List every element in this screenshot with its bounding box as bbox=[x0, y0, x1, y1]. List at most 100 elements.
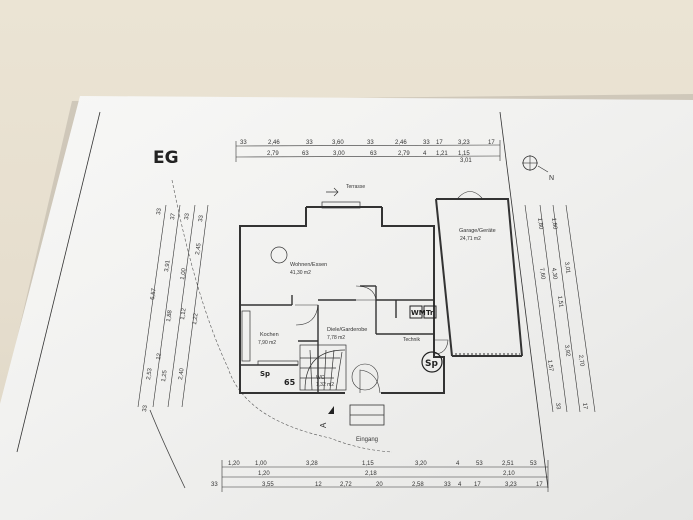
svg-text:1,12: 1,12 bbox=[180, 307, 188, 320]
house-walls bbox=[239, 206, 445, 394]
svg-text:12: 12 bbox=[156, 352, 163, 360]
living-lamp bbox=[270, 246, 288, 264]
svg-text:Sp: Sp bbox=[260, 370, 270, 378]
svg-text:4: 4 bbox=[458, 482, 462, 488]
svg-text:1,20: 1,20 bbox=[228, 461, 240, 467]
svg-text:33: 33 bbox=[367, 140, 374, 146]
compass-label: N bbox=[549, 175, 554, 182]
svg-text:3,01: 3,01 bbox=[563, 261, 571, 274]
svg-text:1,51: 1,51 bbox=[556, 295, 564, 308]
svg-text:37: 37 bbox=[170, 212, 177, 220]
svg-text:53: 53 bbox=[530, 461, 537, 467]
entrance-step bbox=[349, 404, 385, 426]
svg-text:2,18: 2,18 bbox=[365, 471, 377, 477]
svg-text:3,00: 3,00 bbox=[333, 151, 345, 157]
svg-text:7,60: 7,60 bbox=[538, 267, 546, 280]
svg-text:A: A bbox=[319, 422, 328, 428]
hall-door-arc bbox=[355, 285, 377, 301]
door-handle-icon bbox=[351, 363, 379, 391]
interior-walls bbox=[240, 285, 434, 393]
storage-circle bbox=[421, 351, 443, 373]
garage-walls bbox=[435, 198, 523, 357]
terrace-window bbox=[321, 201, 361, 209]
svg-text:33: 33 bbox=[240, 140, 247, 146]
svg-text:3,55: 3,55 bbox=[262, 482, 274, 488]
left-dimension-labels: 33 37 33 33 3,91 1,00 2,45 6,57 1,88 1,1… bbox=[142, 207, 205, 412]
svg-text:WM: WM bbox=[411, 309, 426, 317]
svg-text:4,30: 4,30 bbox=[550, 267, 558, 280]
svg-text:2,51: 2,51 bbox=[502, 461, 514, 467]
svg-text:1,57: 1,57 bbox=[546, 359, 554, 372]
svg-text:Technik: Technik bbox=[403, 337, 420, 343]
svg-text:33: 33 bbox=[554, 402, 561, 410]
svg-text:WC: WC bbox=[316, 375, 325, 381]
svg-text:17: 17 bbox=[536, 482, 543, 488]
kitchen-counter-2 bbox=[257, 360, 299, 366]
page-right-border bbox=[499, 111, 549, 489]
svg-text:33: 33 bbox=[444, 482, 451, 488]
section-mark-bottom: A bbox=[319, 406, 334, 428]
svg-text:Terrasse: Terrasse bbox=[346, 184, 365, 190]
svg-text:1,20: 1,20 bbox=[258, 471, 270, 477]
bottom-dimension-row-2: 1,20 2,18 2,10 bbox=[258, 471, 515, 477]
bottom-dimension-lines bbox=[221, 460, 549, 492]
hand-drawn-curve-lower bbox=[149, 409, 186, 489]
svg-text:Wohnen/Essen: Wohnen/Essen bbox=[290, 262, 327, 268]
svg-text:Tr: Tr bbox=[426, 309, 434, 317]
hand-drawn-curve bbox=[171, 179, 393, 453]
terrace-arrow bbox=[326, 187, 339, 197]
svg-text:2,79: 2,79 bbox=[267, 151, 279, 157]
svg-text:1,00: 1,00 bbox=[255, 461, 267, 467]
svg-text:2,45: 2,45 bbox=[195, 242, 203, 255]
svg-text:Kochen: Kochen bbox=[260, 332, 279, 338]
svg-text:1,00: 1,00 bbox=[180, 267, 188, 280]
front-door-arc bbox=[359, 369, 381, 394]
stairs bbox=[299, 344, 347, 391]
svg-text:24,71 m2: 24,71 m2 bbox=[460, 236, 481, 242]
svg-text:2,58: 2,58 bbox=[412, 482, 424, 488]
svg-text:2,40: 2,40 bbox=[178, 367, 186, 380]
svg-text:3,91: 3,91 bbox=[164, 259, 172, 272]
svg-text:33: 33 bbox=[423, 140, 430, 146]
svg-text:1,32 m2: 1,32 m2 bbox=[316, 382, 334, 388]
svg-text:3,23: 3,23 bbox=[505, 482, 517, 488]
left-dimension-lines bbox=[137, 204, 209, 408]
right-dimension-labels: 1,80 1,80 7,60 3,01 4,30 1,51 3,92 2,70 … bbox=[536, 217, 588, 410]
kitchen-door-arc bbox=[295, 304, 319, 326]
svg-text:2,53: 2,53 bbox=[146, 367, 154, 380]
svg-text:3,28: 3,28 bbox=[306, 461, 318, 467]
top-dimension-row-2: 2,79 63 3,00 63 2,79 4 1,21 1,15 3,01 bbox=[267, 151, 472, 164]
svg-text:33: 33 bbox=[184, 212, 191, 220]
svg-text:33: 33 bbox=[156, 207, 163, 215]
svg-text:1,25: 1,25 bbox=[161, 369, 169, 382]
svg-text:17: 17 bbox=[474, 482, 481, 488]
svg-text:63: 63 bbox=[370, 151, 377, 157]
svg-text:3,23: 3,23 bbox=[458, 140, 470, 146]
svg-text:4: 4 bbox=[423, 151, 427, 157]
svg-text:2,10: 2,10 bbox=[503, 471, 515, 477]
svg-text:1,80: 1,80 bbox=[536, 217, 544, 230]
svg-text:Garage/Geräte: Garage/Geräte bbox=[459, 228, 496, 234]
svg-text:1,22: 1,22 bbox=[192, 312, 200, 325]
svg-text:1,88: 1,88 bbox=[166, 309, 174, 322]
svg-text:7,78 m2: 7,78 m2 bbox=[327, 335, 345, 341]
right-dimension-lines bbox=[524, 204, 596, 413]
svg-text:33: 33 bbox=[211, 482, 218, 488]
room-labels: Terrasse Wohnen/Essen 41,30 m2 Kochen 7,… bbox=[258, 184, 496, 443]
svg-text:Sp: Sp bbox=[425, 359, 438, 369]
bottom-dimension-row-1: 1,20 1,00 3,28 1,15 3,20 4 53 2,51 53 bbox=[228, 461, 537, 467]
svg-text:1,15: 1,15 bbox=[458, 151, 470, 157]
svg-text:17: 17 bbox=[488, 140, 495, 146]
svg-text:2,70: 2,70 bbox=[577, 354, 585, 367]
top-dimension-row-1: 33 2,46 33 3,60 33 2,46 33 17 3,23 17 bbox=[240, 140, 495, 146]
svg-text:Diele/Garderobe: Diele/Garderobe bbox=[327, 327, 367, 333]
svg-text:3,01: 3,01 bbox=[460, 158, 472, 164]
svg-text:1,21: 1,21 bbox=[436, 151, 448, 157]
svg-text:33: 33 bbox=[198, 214, 205, 222]
svg-text:7,90 m2: 7,90 m2 bbox=[258, 340, 276, 346]
svg-text:2,72: 2,72 bbox=[340, 482, 352, 488]
dryer-box bbox=[423, 305, 437, 319]
svg-text:33: 33 bbox=[142, 404, 149, 412]
svg-text:Eingang: Eingang bbox=[356, 437, 378, 443]
